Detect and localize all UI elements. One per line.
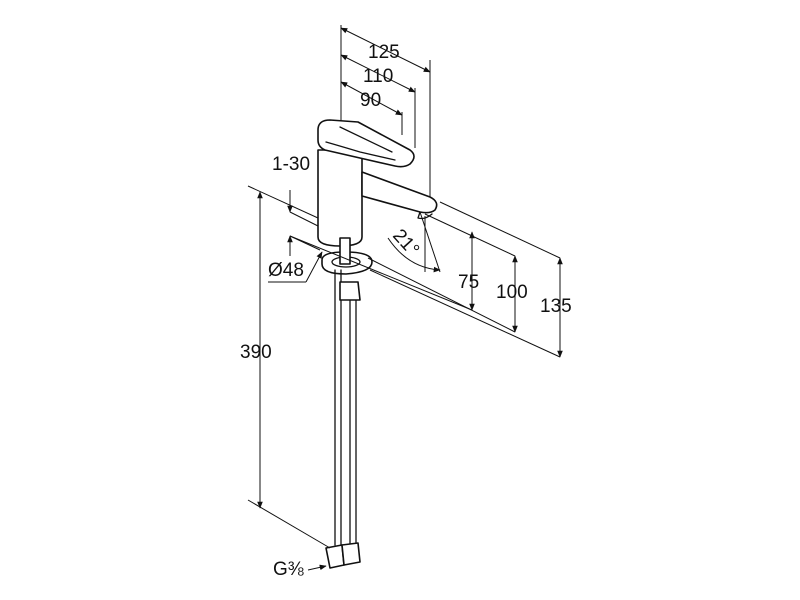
hose-length-dimension: 390 (240, 185, 331, 549)
deck-thickness-dimension: 1-30 (272, 154, 321, 256)
dim-spout-angle: 21° (388, 225, 423, 260)
dim-deck-thickness: 1-30 (272, 154, 310, 175)
dim-height-75: 75 (458, 272, 479, 293)
spout-angle-dimension: 21° (387, 211, 441, 273)
dim-110: 110 (363, 66, 393, 87)
dim-90: 90 (360, 90, 381, 111)
dim-height-135: 135 (540, 296, 572, 317)
dim-height-100: 100 (496, 282, 528, 303)
thread-dimension: G⅜ (273, 559, 327, 580)
projection-dimensions: 125 110 90 (340, 25, 431, 210)
dim-125: 125 (368, 42, 400, 63)
faucet-body (317, 119, 438, 569)
dim-hose-length: 390 (240, 342, 272, 363)
dim-hole-diameter: Ø48 (268, 260, 304, 281)
dim-thread: G⅜ (273, 559, 304, 580)
hole-diameter-dimension: Ø48 (268, 251, 323, 283)
height-dimensions: 75 100 135 (289, 201, 572, 358)
